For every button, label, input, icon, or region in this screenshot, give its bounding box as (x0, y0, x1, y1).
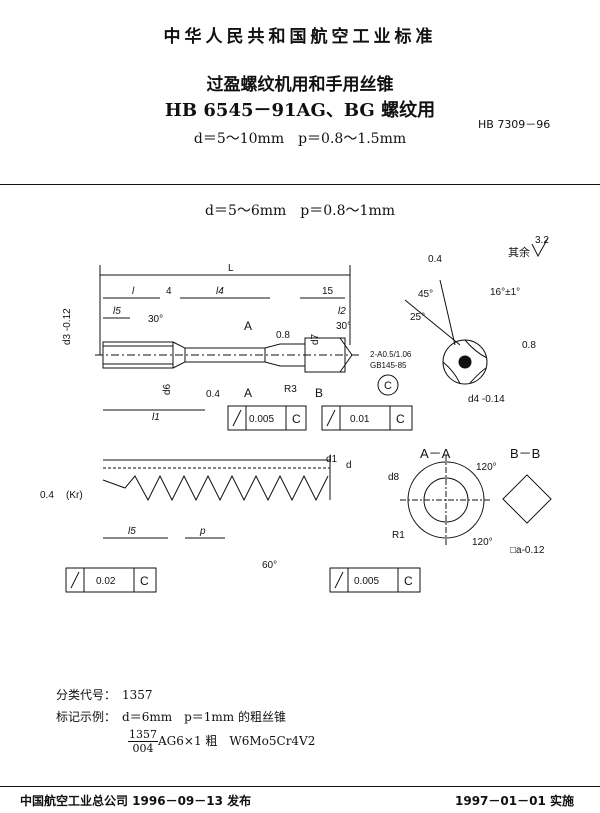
section-BB-label: B－B (510, 446, 540, 461)
svg-text:C: C (292, 412, 301, 426)
marking-example: 标记示例： d＝6mm p＝1mm 的粗丝锥 (56, 710, 286, 724)
section-AA-view (400, 455, 492, 545)
dim-d4: d4 -0.14 (468, 394, 505, 405)
standard-org-title: 中华人民共和国航空工业标准 (163, 27, 437, 47)
section-BB-view (502, 474, 552, 524)
center-std: GB145-85 (370, 361, 407, 370)
angle-120b: 120° (472, 537, 493, 548)
dim-d8: d8 (388, 472, 400, 483)
angle-45: 45° (418, 289, 433, 300)
standard-number: HB 7309－96 (478, 118, 551, 131)
rough-04-thread: 0.4 (40, 490, 54, 501)
dim-d3: d3 -0.12 (62, 308, 73, 345)
tolerance-frame-2: 0.01 C (321, 405, 413, 431)
svg-text:0.005: 0.005 (354, 576, 379, 587)
svg-text:C: C (140, 574, 149, 588)
roughness-value: 3.2 (535, 235, 549, 246)
dim-kr: (Kr) (66, 490, 83, 501)
dim-d7: d7 (310, 333, 321, 345)
section-subtitle: d＝5～6mm p＝0.8～1mm (204, 203, 395, 219)
effective-date: 1997－01－01 实施 (455, 794, 574, 808)
dim-l: l (132, 286, 135, 297)
dim-l5-thread: l5 (128, 526, 136, 537)
angle-120a: 120° (476, 462, 497, 473)
rough-08a: 0.8 (276, 330, 290, 341)
radius-R1: R1 (392, 530, 405, 541)
dim-d6: d6 (162, 383, 173, 395)
svg-text:0.02: 0.02 (96, 576, 116, 587)
doc-title: 过盈螺纹机用和手用丝锥 (206, 75, 394, 95)
dim-d: d (346, 460, 352, 471)
dim-l1: l1 (152, 412, 160, 423)
svg-text:C: C (404, 574, 413, 588)
roughness-note: 其余 (508, 245, 530, 259)
angle-16: 16°±1° (490, 287, 520, 298)
tolerance-frame-3: 0.02 C (65, 567, 157, 593)
angle-60: 60° (262, 560, 277, 571)
datum-C (377, 374, 399, 396)
angle-30-top: 30° (148, 314, 163, 325)
dim-square: □a-0.12 (510, 545, 545, 556)
technical-drawing: 其余 3.2 L l 4 l4 15 l5 l2 30° 30° d3 -0.1… (40, 235, 552, 593)
section-B-top: B (315, 386, 323, 400)
doc-title-line2: HB 6545－91AG、BG 螺纹用 (164, 100, 436, 121)
thread-detail-view (102, 455, 331, 502)
dim-l5: l5 (113, 306, 121, 317)
issue-date: 中国航空工业总公司 1996－09－13 发布 (20, 794, 252, 808)
roughness-symbol (531, 237, 549, 258)
end-view (404, 279, 488, 385)
dim-d1: d1 (326, 454, 338, 465)
class-code: 分类代号： 1357 (56, 688, 153, 702)
header-divider (0, 184, 600, 185)
dim-l2: l2 (338, 306, 346, 317)
svg-text:C: C (384, 380, 392, 392)
section-A-top: A (244, 319, 252, 333)
rough-04-end: 0.4 (428, 254, 442, 265)
svg-text:0.005: 0.005 (249, 414, 274, 425)
dim-l4: l4 (216, 286, 224, 297)
tolerance-frame-4: 0.005 C (329, 567, 421, 593)
tolerance-frame-1: 0.005 C (227, 405, 307, 431)
angle-30-r: 30° (336, 321, 351, 332)
rough-08-end: 0.8 (522, 340, 536, 351)
footer-divider (0, 786, 600, 787)
doc-title-range: d＝5～10mm p＝0.8～1.5mm (193, 131, 407, 147)
rough-04a: 0.4 (206, 389, 220, 400)
svg-text:C: C (396, 412, 405, 426)
angle-25: 25° (410, 312, 425, 323)
dim-p: p (199, 526, 206, 537)
svg-text:0.01: 0.01 (350, 414, 370, 425)
dim-L: L (228, 263, 234, 274)
section-AA-label: A－A (420, 446, 451, 461)
radius-R3: R3 (284, 384, 297, 395)
section-A-bot: A (244, 386, 252, 400)
tap-side-view (95, 337, 360, 373)
center-hole: 2-A0.5/1.06 (370, 350, 412, 359)
dim-15: 15 (322, 286, 334, 297)
dim-4: 4 (166, 286, 172, 297)
